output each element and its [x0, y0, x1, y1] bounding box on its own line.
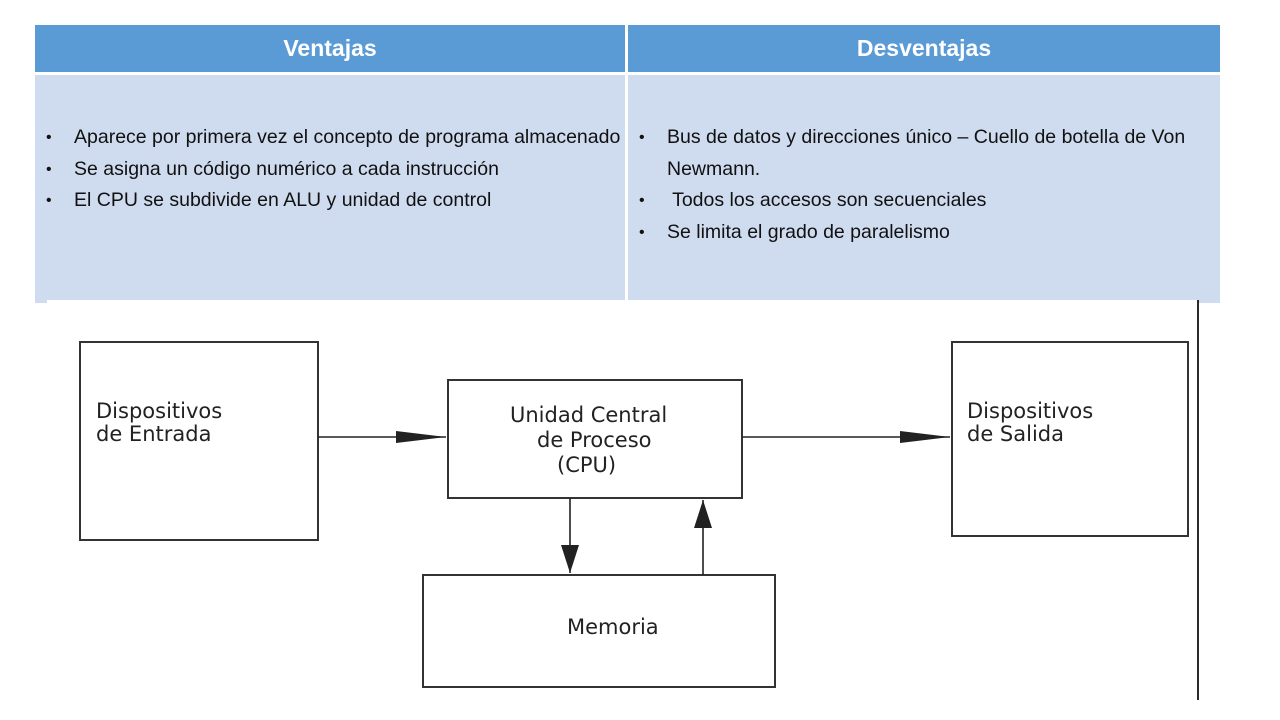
memoria-label: Memoria: [567, 615, 659, 639]
memoria-box: [422, 574, 776, 688]
cpu-label-line2: de Proceso: [537, 428, 652, 452]
column-divider: [625, 25, 628, 303]
salida-label-line1: Dispositivos: [967, 399, 1093, 423]
entrada-box: [79, 341, 319, 541]
list-item: Aparece por primera vez el concepto de p…: [45, 122, 625, 154]
list-item: Se limita el grado de paralelismo: [638, 217, 1208, 249]
arrowhead-entrada-cpu: [396, 431, 446, 443]
list-item: Se asigna un código numérico a cada inst…: [45, 154, 625, 186]
header-desventajas: Desventajas: [628, 25, 1220, 72]
cpu-label-line3: (CPU): [557, 453, 616, 477]
list-item: El CPU se subdivide en ALU y unidad de c…: [45, 185, 625, 217]
list-item: Todos los accesos son secuenciales: [638, 185, 1208, 217]
ventajas-list: Aparece por primera vez el concepto de p…: [45, 122, 625, 217]
arrowhead-cpu-salida: [900, 431, 950, 443]
cpu-label-line1: Unidad Central: [510, 403, 667, 427]
entrada-label-line1: Dispositivos: [96, 399, 222, 423]
cpu-box: [447, 379, 743, 499]
entrada-label-line2: de Entrada: [96, 422, 211, 446]
header-ventajas: Ventajas: [35, 25, 625, 72]
list-item: Bus de datos y direcciones único – Cuell…: [638, 122, 1208, 185]
salida-box: [951, 341, 1189, 537]
arrowhead-memoria-cpu: [694, 500, 712, 528]
salida-label-line2: de Salida: [967, 422, 1064, 446]
desventajas-list: Bus de datos y direcciones único – Cuell…: [638, 122, 1208, 248]
arrowhead-cpu-memoria: [561, 545, 579, 573]
comparison-table: Ventajas Desventajas Aparece por primera…: [35, 25, 1220, 303]
